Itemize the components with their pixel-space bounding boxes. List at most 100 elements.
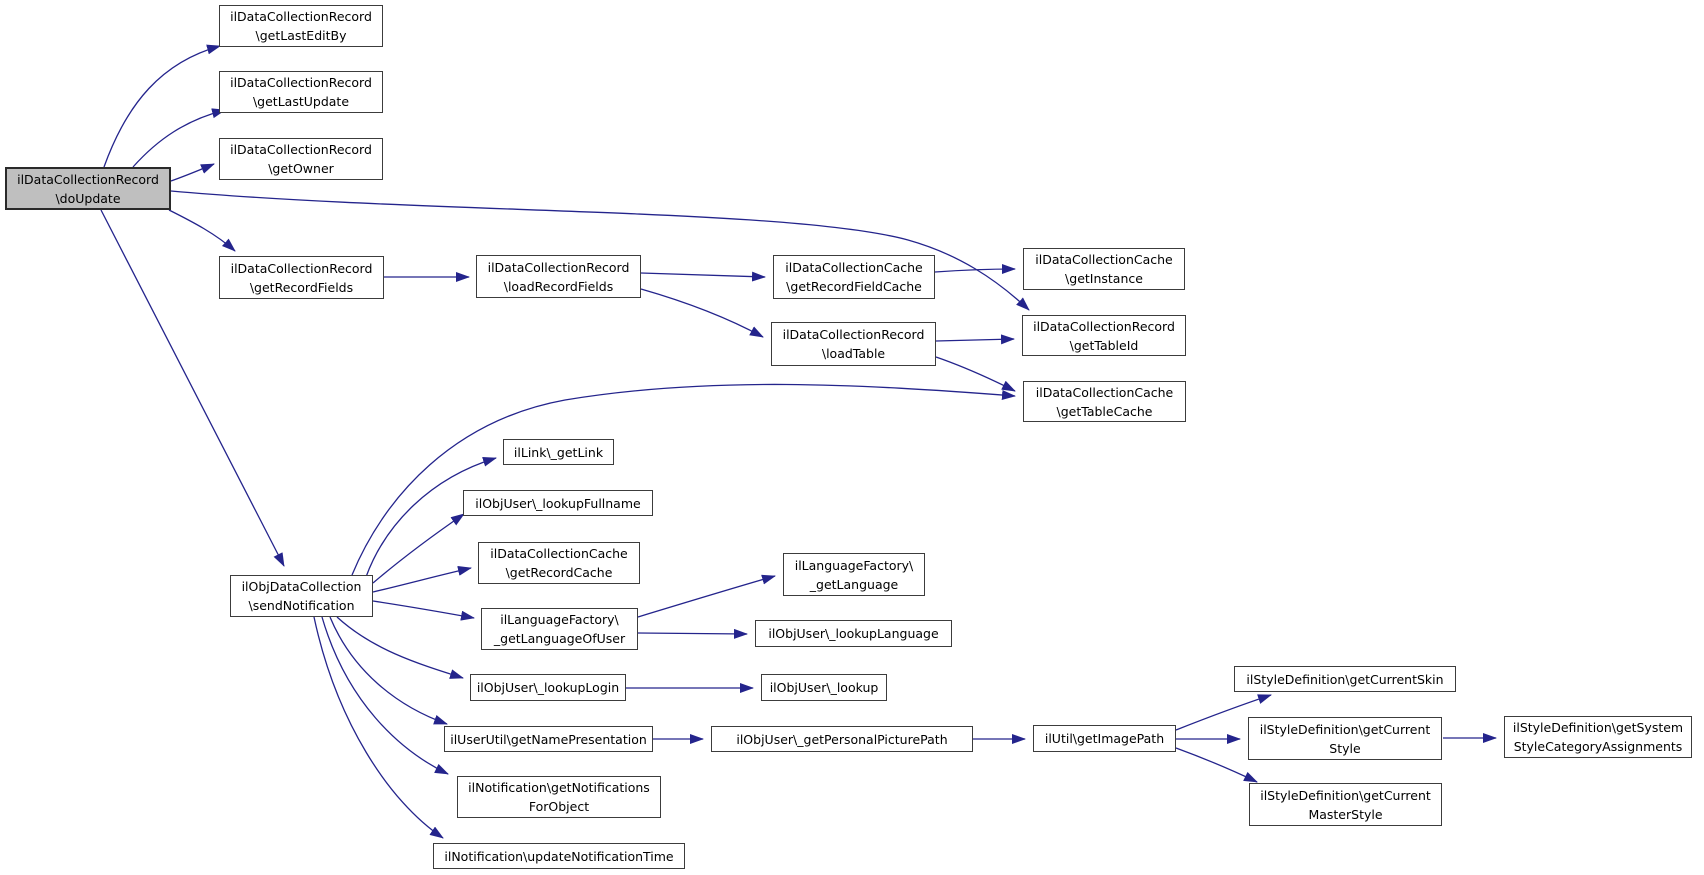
graph-node-getInstance[interactable]: ilDataCollectionCache \getInstance bbox=[1023, 248, 1185, 290]
graph-node-label: ilObjUser\_lookup bbox=[769, 680, 879, 695]
graph-node-getRecordFieldCache[interactable]: ilDataCollectionCache \getRecordFieldCach… bbox=[773, 255, 935, 299]
graph-edge-sendNotification-lookupFullname bbox=[372, 513, 465, 584]
graph-node-label: \getTableId bbox=[1069, 337, 1139, 353]
graph-node-label: _getLanguage bbox=[809, 576, 899, 592]
graph-node-label: ilDataCollectionRecord bbox=[230, 142, 372, 157]
graph-node-label: \sendNotification bbox=[248, 598, 355, 613]
graph-edge-getLanguageOfUser-getLanguage bbox=[637, 574, 776, 618]
graph-node-getLastEditBy[interactable]: ilDataCollectionRecord \getLastEditBy bbox=[219, 5, 383, 47]
graph-node-getLink[interactable]: ilLink\_getLink bbox=[503, 439, 614, 465]
graph-node-label: ilDataCollectionRecord bbox=[17, 171, 159, 187]
graph-edge-doUpdate-getTableId bbox=[170, 190, 1030, 311]
graph-edge-sendNotification-getNotificationsForObject bbox=[321, 616, 449, 775]
graph-node-label: \getLastEditBy bbox=[255, 28, 347, 43]
graph-node-label: MasterStyle bbox=[1308, 806, 1383, 822]
graph-node-label: Style bbox=[1329, 740, 1361, 756]
graph-node-getTableCache[interactable]: ilDataCollectionCache \getTableCache bbox=[1023, 381, 1186, 422]
graph-edge-getImagePath-getCurrentMasterStyle bbox=[1175, 747, 1258, 783]
graph-node-lookupLanguage[interactable]: ilObjUser\_lookupLanguage bbox=[755, 620, 952, 647]
graph-edge-sendNotification-getLanguageOfUser bbox=[372, 600, 475, 621]
graph-node-label: ilDataCollectionCache bbox=[490, 546, 628, 561]
graph-node-label: ilUserUtil\getNamePresentation bbox=[450, 731, 647, 747]
graph-edge-sendNotification-getRecordCache bbox=[372, 565, 472, 593]
graph-node-getLanguage[interactable]: ilLanguageFactory\ _getLanguage bbox=[783, 553, 925, 596]
graph-node-getImagePath[interactable]: ilUtil\getImagePath bbox=[1033, 725, 1176, 752]
graph-node-label: ilStyleDefinition\getCurrentSkin bbox=[1246, 671, 1444, 687]
graph-node-getRecordCache[interactable]: ilDataCollectionCache \getRecordCache bbox=[478, 542, 640, 584]
graph-node-label: ilObjUser\_getPersonalPicturePath bbox=[736, 731, 948, 747]
graph-node-getNamePresentation[interactable]: ilUserUtil\getNamePresentation bbox=[444, 726, 653, 752]
graph-node-label: ilObjUser\_lookupFullname bbox=[475, 495, 641, 511]
graph-node-label: ilDataCollectionRecord bbox=[782, 327, 925, 342]
graph-node-updateNotificationTime[interactable]: ilNotification\updateNotificationTime bbox=[433, 843, 685, 869]
graph-node-sendNotification[interactable]: ilObjDataCollection \sendNotification bbox=[230, 575, 373, 617]
graph-node-label: \getLastUpdate bbox=[252, 94, 350, 109]
graph-edge-sendNotification-getTableCache bbox=[351, 383, 1016, 576]
graph-edge-loadRecordFields-loadTable bbox=[640, 288, 764, 338]
graph-node-loadRecordFields[interactable]: ilDataCollectionRecord \loadRecordFields bbox=[476, 255, 641, 298]
graph-node-label: _getLanguageOfUser bbox=[493, 631, 626, 646]
graph-node-getLanguageOfUser[interactable]: ilLanguageFactory\ _getLanguageOfUser bbox=[481, 608, 638, 650]
graph-node-label: ilDataCollectionCache bbox=[1035, 384, 1174, 400]
graph-node-label: \getRecordFieldCache bbox=[786, 279, 922, 294]
graph-edge-doUpdate-getOwner bbox=[170, 163, 215, 182]
graph-node-label: ilDataCollectionRecord bbox=[1033, 318, 1175, 334]
graph-node-label: \loadRecordFields bbox=[503, 278, 614, 294]
graph-node-label: ilStyleDefinition\getSystem bbox=[1512, 720, 1684, 735]
graph-node-label: ilUtil\getImagePath bbox=[1044, 731, 1165, 746]
graph-node-label: ilStyleDefinition\getCurrent bbox=[1260, 787, 1431, 803]
graph-node-label: \getRecordCache bbox=[505, 565, 613, 580]
graph-node-lookupFullname[interactable]: ilObjUser\_lookupFullname bbox=[463, 490, 653, 516]
graph-node-lookup[interactable]: ilObjUser\_lookup bbox=[761, 674, 887, 701]
graph-edge-sendNotification-updateNotificationTime bbox=[313, 616, 444, 839]
graph-edge-sendNotification-getNamePresentation bbox=[329, 616, 448, 725]
graph-edge-doUpdate-getRecordFields bbox=[168, 209, 236, 252]
graph-node-label: ilDataCollectionCache bbox=[785, 260, 923, 275]
graph-node-label: \loadTable bbox=[821, 346, 886, 361]
graph-node-label: ilLanguageFactory\ bbox=[794, 557, 914, 573]
graph-node-label: ilObjUser\_lookupLogin bbox=[476, 680, 620, 695]
graph-node-label: ilNotification\getNotifications bbox=[468, 780, 650, 795]
graph-edge-doUpdate-getLastEditBy bbox=[103, 44, 221, 168]
graph-edge-getRecordFieldCache-getInstance bbox=[934, 264, 1016, 275]
graph-node-getRecordFields[interactable]: ilDataCollectionRecord \getRecordFields bbox=[219, 256, 384, 299]
graph-edge-doUpdate-sendNotification bbox=[100, 209, 285, 567]
graph-node-loadTable[interactable]: ilDataCollectionRecord \loadTable bbox=[771, 322, 936, 366]
graph-node-label: ilObjDataCollection bbox=[241, 579, 362, 594]
graph-node-label: ilDataCollectionCache bbox=[1035, 252, 1173, 267]
graph-edge-getLanguageOfUser-lookupLanguage bbox=[637, 628, 748, 639]
graph-node-label: ilLink\_getLink bbox=[513, 444, 604, 460]
graph-node-label: StyleCategoryAssignments bbox=[1513, 739, 1683, 754]
graph-node-label: ilDataCollectionRecord bbox=[487, 259, 630, 275]
graph-node-label: ilDataCollectionRecord bbox=[230, 260, 373, 276]
graph-node-label: ilObjUser\_lookupLanguage bbox=[768, 626, 939, 641]
graph-node-doUpdate: ilDataCollectionRecord \doUpdate bbox=[5, 167, 171, 210]
graph-edge-loadTable-getTableId bbox=[935, 334, 1015, 345]
graph-node-getLastUpdate[interactable]: ilDataCollectionRecord\getLastUpdate bbox=[219, 71, 383, 113]
graph-edge-doUpdate-getLastUpdate bbox=[132, 108, 226, 168]
graph-node-label: \getRecordFields bbox=[249, 279, 354, 295]
graph-node-getCurrentSkin[interactable]: ilStyleDefinition\getCurrentSkin bbox=[1234, 666, 1456, 692]
graph-node-getPersonalPicturePath[interactable]: ilObjUser\_getPersonalPicturePath bbox=[711, 726, 973, 752]
graph-node-label: \getOwner bbox=[268, 161, 334, 176]
graph-node-label: \getInstance bbox=[1065, 271, 1143, 286]
graph-node-label: ilStyleDefinition\getCurrent bbox=[1259, 721, 1431, 737]
graph-node-label: ilDataCollectionRecord bbox=[230, 9, 372, 24]
graph-node-label: \getTableCache bbox=[1056, 403, 1153, 419]
graph-node-label: ForObject bbox=[528, 799, 590, 814]
graph-node-lookupLogin[interactable]: ilObjUser\_lookupLogin bbox=[470, 674, 626, 701]
graph-edge-loadTable-getTableCache bbox=[935, 356, 1016, 392]
graph-node-getTableId[interactable]: ilDataCollectionRecord \getTableId bbox=[1022, 315, 1186, 356]
graph-node-label: ilLanguageFactory\ bbox=[500, 612, 619, 627]
graph-edge-getImagePath-getCurrentSkin bbox=[1175, 694, 1272, 731]
graph-node-getOwner[interactable]: ilDataCollectionRecord \getOwner bbox=[219, 138, 383, 180]
graph-edge-sendNotification-getLink bbox=[365, 456, 497, 578]
graph-node-label: \doUpdate bbox=[55, 190, 121, 206]
